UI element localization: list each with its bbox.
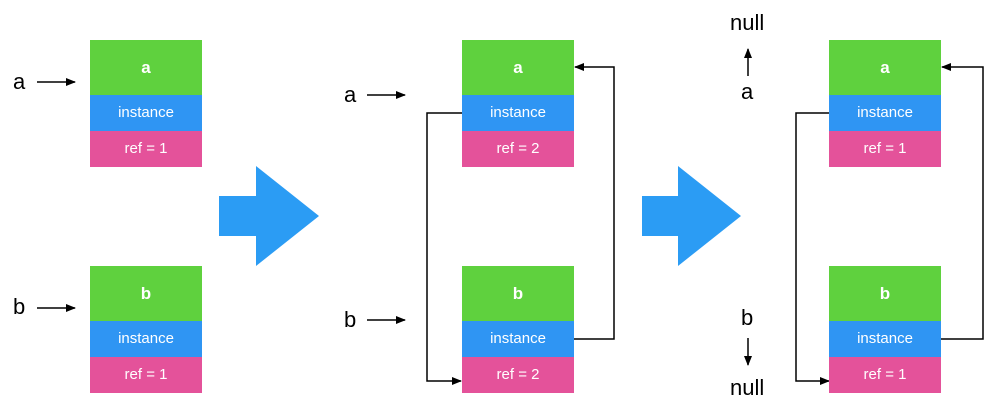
object-instance: instance bbox=[462, 321, 574, 357]
stage2-b-instance-to-a-title-arrow bbox=[574, 63, 615, 340]
stage2-object-a: a instance ref = 2 bbox=[462, 40, 574, 167]
object-ref-count: ref = 1 bbox=[829, 357, 941, 393]
stage2-pointer-b-label: b bbox=[344, 307, 357, 332]
stage3-pointer-b-label: b bbox=[741, 305, 754, 330]
stage1-object-a: a instance ref = 1 bbox=[90, 40, 202, 167]
object-title: a bbox=[829, 40, 941, 95]
transition-arrow-1 bbox=[219, 166, 319, 266]
stage3-object-b: b instance ref = 1 bbox=[829, 266, 941, 393]
stage1-pointer-b-label: b bbox=[13, 294, 26, 319]
stage2-pointer-a-label: a bbox=[344, 82, 357, 107]
object-instance: instance bbox=[90, 95, 202, 131]
object-ref-count: ref = 2 bbox=[462, 357, 574, 393]
object-instance: instance bbox=[462, 95, 574, 131]
stage3-pointer-a-label: a bbox=[741, 79, 754, 104]
stage3-b-instance-to-a-title-arrow bbox=[941, 63, 984, 340]
stage3-object-a: a instance ref = 1 bbox=[829, 40, 941, 167]
object-ref-count: ref = 1 bbox=[90, 131, 202, 167]
transition-arrow-2 bbox=[642, 166, 741, 266]
object-ref-count: ref = 1 bbox=[90, 357, 202, 393]
object-ref-count: ref = 1 bbox=[829, 131, 941, 167]
object-ref-count: ref = 2 bbox=[462, 131, 574, 167]
object-instance: instance bbox=[829, 95, 941, 131]
stage3-null-bottom-label: null bbox=[730, 375, 765, 400]
object-title: b bbox=[462, 266, 574, 321]
object-instance: instance bbox=[829, 321, 941, 357]
stage2-a-instance-to-b-ref-arrow bbox=[426, 112, 462, 385]
object-title: a bbox=[90, 40, 202, 95]
object-title: b bbox=[829, 266, 941, 321]
stage1-object-b: b instance ref = 1 bbox=[90, 266, 202, 393]
object-title: a bbox=[462, 40, 574, 95]
stage3-a-instance-to-b-ref-arrow bbox=[795, 112, 830, 385]
object-title: b bbox=[90, 266, 202, 321]
stage1-pointer-a-label: a bbox=[13, 69, 26, 94]
object-instance: instance bbox=[90, 321, 202, 357]
stage2-object-b: b instance ref = 2 bbox=[462, 266, 574, 393]
stage3-null-top-label: null bbox=[730, 10, 765, 35]
